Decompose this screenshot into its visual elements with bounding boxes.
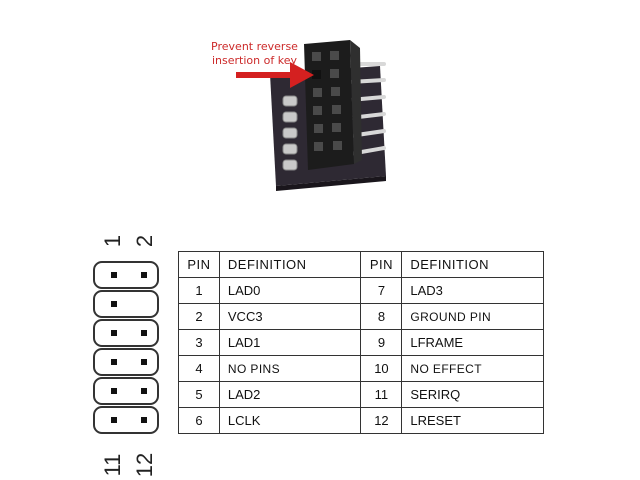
definition-cell: LFRAME [401,329,544,356]
definition-cell: LAD3 [401,277,544,304]
definition-cell: LAD1 [218,329,362,356]
header-pin-b: PIN [360,251,403,278]
arrow-icon [236,62,314,88]
definition-cell: LAD2 [218,381,362,408]
header-definition-b: DEFINITION [401,251,544,278]
pin-cell: 2 [178,303,220,330]
pin-cell: 4 [178,355,220,382]
pin-label-12: 12 [132,452,157,478]
pin-header-diagram [93,261,159,434]
table-row: 5 LAD2 11 SERIRQ [178,381,544,408]
pin-cell: 1 [178,277,220,304]
pin-cell: 3 [178,329,220,356]
pin-definition-table: PIN DEFINITION PIN DEFINITION 1 LAD0 7 L… [178,251,544,434]
pin-cell: 6 [178,407,220,434]
pin-cell: 8 [360,303,403,330]
table-row: 6 LCLK 12 LRESET [178,407,544,434]
definition-cell: SERIRQ [401,381,544,408]
pin-cell: 10 [360,355,403,382]
table-row: 4 NO PINS 10 NO EFFECT [178,355,544,382]
definition-cell: LRESET [401,407,544,434]
pin-cell: 12 [360,407,403,434]
definition-cell: NO EFFECT [401,355,544,382]
pin-label-1: 1 [100,234,125,248]
definition-cell: LCLK [218,407,362,434]
table-row: 2 VCC3 8 GROUND PIN [178,303,544,330]
pin-cell: 7 [360,277,403,304]
definition-cell: GROUND PIN [401,303,544,330]
definition-cell: LAD0 [218,277,362,304]
annotation-line-2: insertion of key [212,54,297,67]
pin-cell: 9 [360,329,403,356]
annotation-text: Prevent reverse insertion of key [207,40,302,68]
definition-cell: VCC3 [218,303,362,330]
solder-pads [282,95,298,171]
connector-housing [304,40,362,170]
pin-cell: 5 [178,381,220,408]
definition-cell: NO PINS [218,355,362,382]
table-header-row: PIN DEFINITION PIN DEFINITION [178,251,544,278]
table-row: 3 LAD1 9 LFRAME [178,329,544,356]
header-definition-a: DEFINITION [218,251,362,278]
connector-photo [236,40,386,191]
pin-cell: 11 [360,381,403,408]
table-row: 1 LAD0 7 LAD3 [178,277,544,304]
header-pin-a: PIN [178,251,220,278]
annotation-line-1: Prevent reverse [211,40,298,53]
pin-label-2: 2 [132,234,157,248]
pin-label-11: 11 [100,453,125,477]
